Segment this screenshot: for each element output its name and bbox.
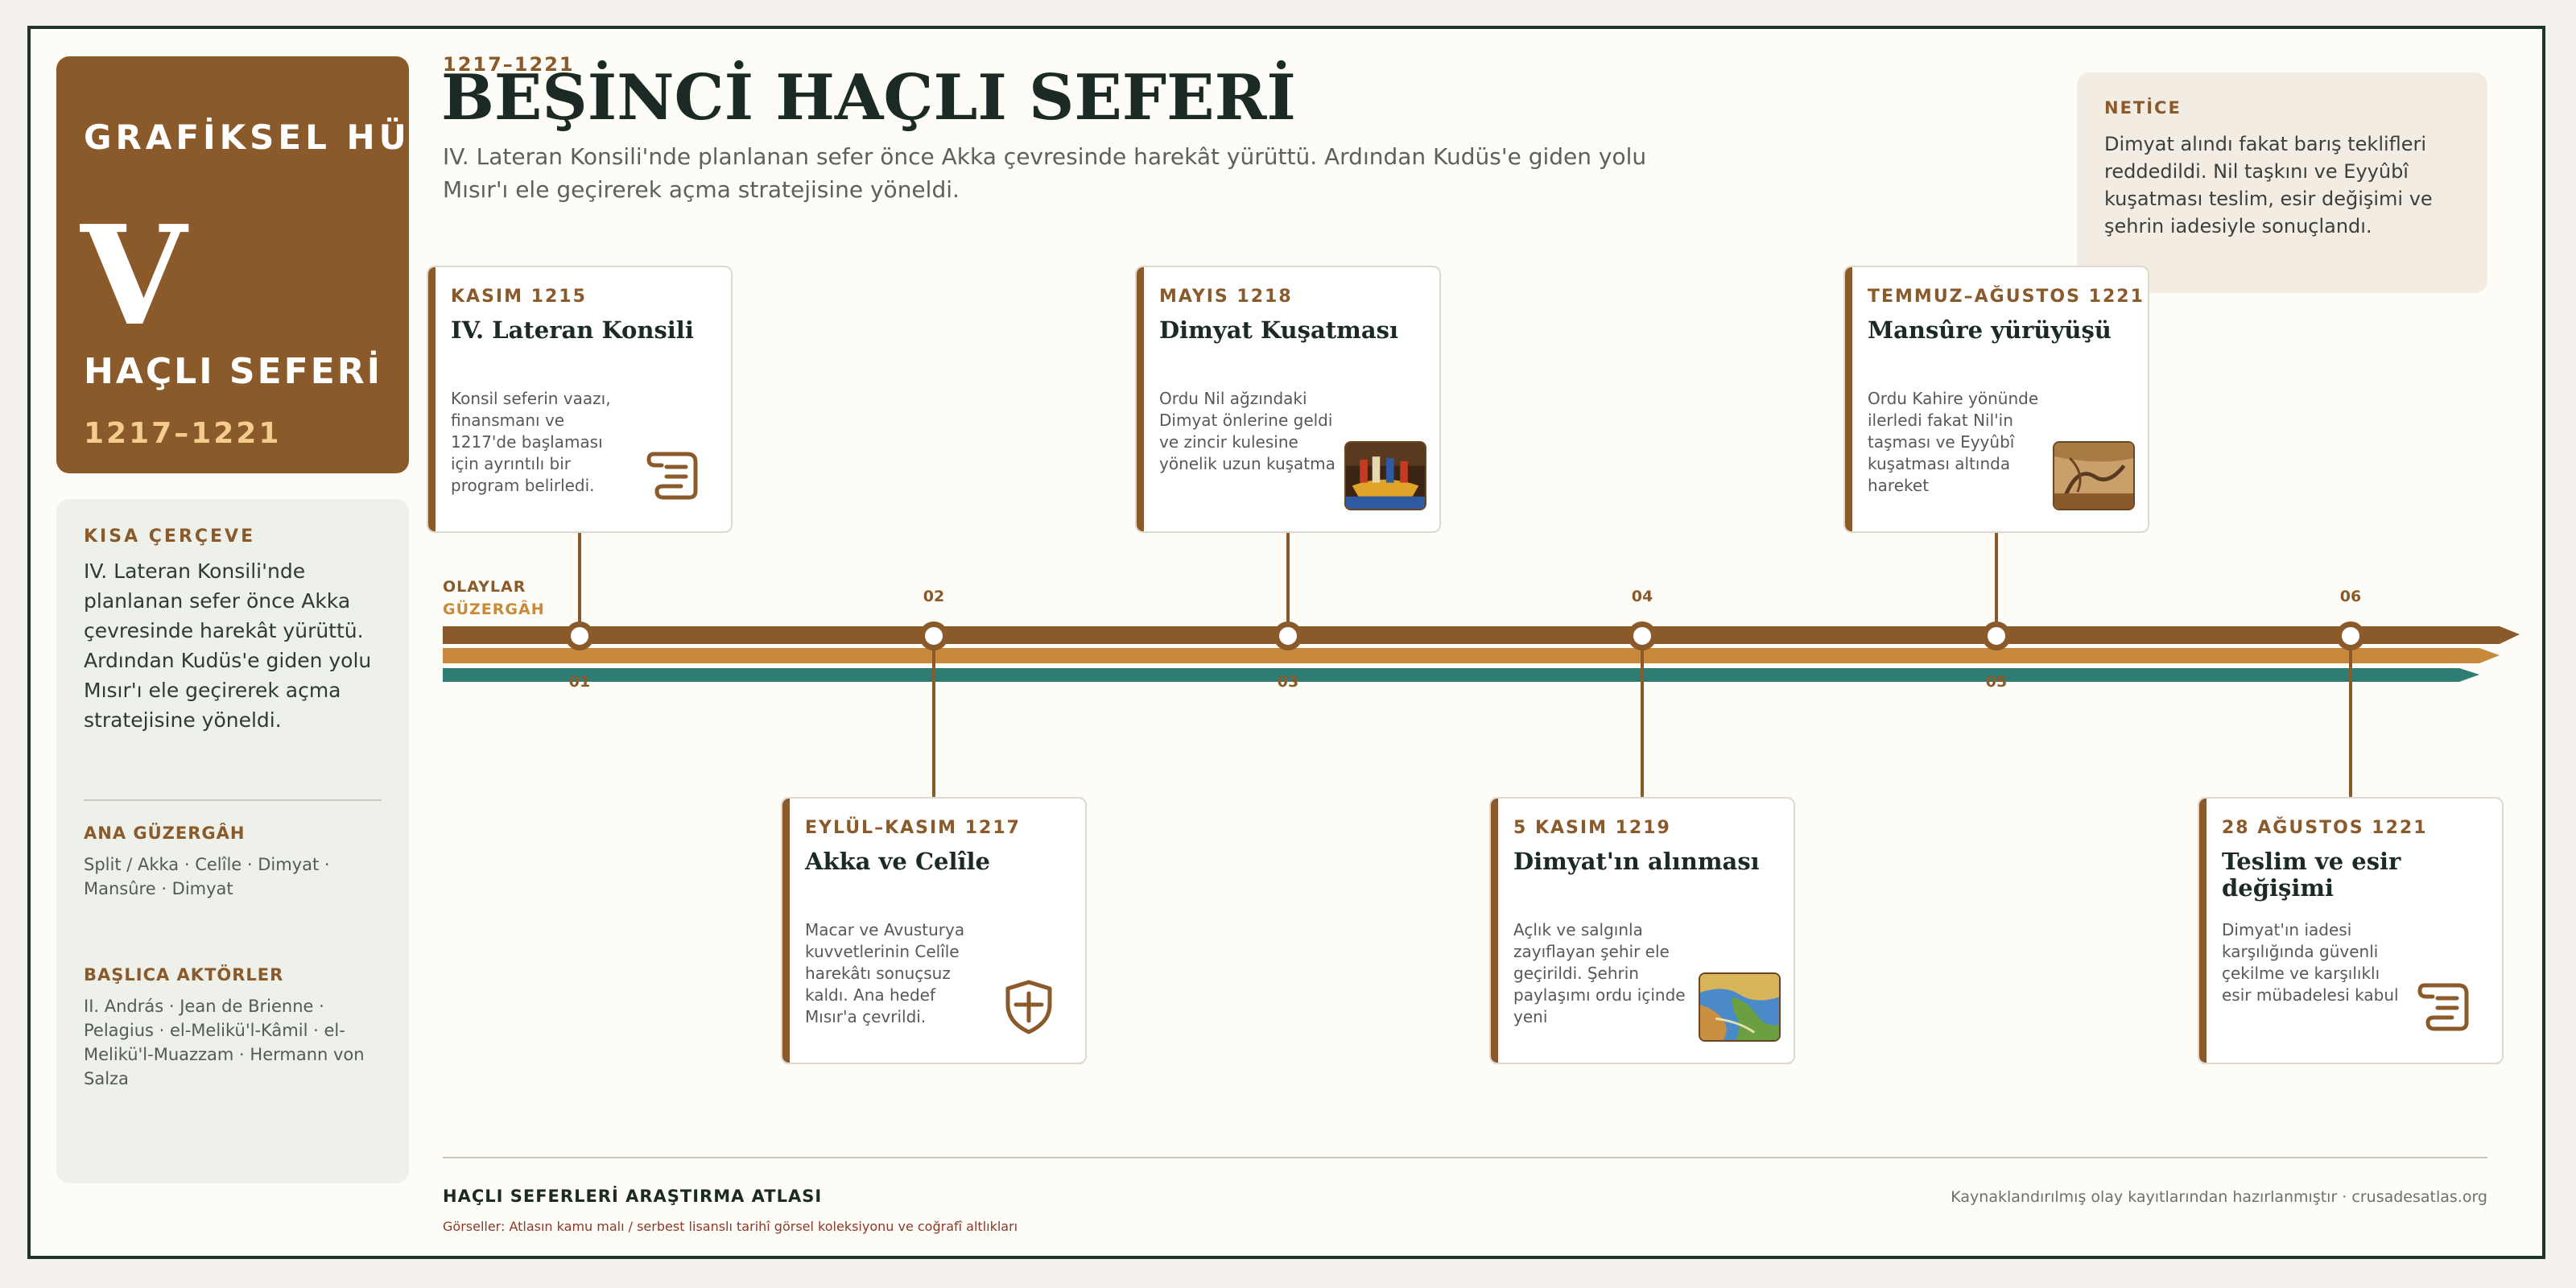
event-card-04[interactable]: 5 KASIM 1219 Dimyat'ın alınması Açlık ve… bbox=[1489, 797, 1795, 1064]
connector-02 bbox=[932, 638, 935, 797]
actors-text: II. András · Jean de Brienne · Pelagius … bbox=[84, 997, 365, 1088]
sidebar-divider bbox=[84, 799, 382, 801]
event-date: TEMMUZ–AĞUSTOS 1221 bbox=[1868, 287, 2145, 307]
brand-roman-numeral: V bbox=[80, 196, 187, 357]
timeline-bands bbox=[443, 626, 2528, 684]
event-description: Ordu Nil ağzındaki Dimyat önlerine geldi… bbox=[1159, 389, 1335, 473]
events-band bbox=[443, 626, 2520, 644]
scroll-icon bbox=[646, 446, 704, 504]
connector-05 bbox=[1995, 531, 1998, 638]
scroll-icon bbox=[2417, 977, 2475, 1035]
timeline-node-01[interactable] bbox=[565, 621, 594, 650]
timeline-node-03[interactable] bbox=[1274, 621, 1302, 650]
route-text: Split / Akka · Celîle · Dimyat · Mansûre… bbox=[84, 855, 330, 898]
header-eyebrow: 1217–1221 bbox=[443, 53, 575, 76]
event-description: Konsil seferin vaazı, finansmanı ve 1217… bbox=[451, 389, 611, 495]
brand-years: 1217–1221 bbox=[84, 417, 282, 450]
page-title: BEŞİNCİ HAÇLI SEFERİ bbox=[441, 61, 1296, 134]
card-accent-bar bbox=[2199, 799, 2207, 1063]
node-number: 01 bbox=[568, 673, 591, 691]
event-date: EYLÜL–KASIM 1217 bbox=[805, 818, 1021, 838]
result-text: Dimyat alındı fakat barış teklifleri red… bbox=[2104, 133, 2433, 237]
event-card-01[interactable]: KASIM 1215 IV. Lateran Konsili Konsil se… bbox=[427, 266, 733, 533]
event-date: KASIM 1215 bbox=[451, 287, 587, 307]
summary-sidebar: KISA ÇERÇEVE IV. Lateran Konsili'nde pla… bbox=[56, 499, 409, 1183]
timeline-node-05[interactable] bbox=[1982, 621, 2011, 650]
route-band bbox=[443, 648, 2500, 663]
event-title: Dimyat Kuşatması bbox=[1159, 316, 1398, 344]
frame-label: KISA ÇERÇEVE bbox=[84, 526, 256, 547]
event-description: Macar ve Avusturya kuvvetlerinin Celîle … bbox=[805, 920, 965, 1026]
timeline-node-04[interactable] bbox=[1628, 621, 1657, 650]
card-accent-bar bbox=[1845, 267, 1852, 531]
footer-atlas-name: HAÇLI SEFERLERİ ARAŞTIRMA ATLASI bbox=[443, 1187, 823, 1206]
event-date: 28 AĞUSTOS 1221 bbox=[2222, 818, 2428, 838]
ship-painting-thumbnail bbox=[1344, 441, 1426, 510]
card-accent-bar bbox=[1491, 799, 1498, 1063]
route-track-label: GÜZERGÂH bbox=[443, 601, 545, 618]
event-card-02[interactable]: EYLÜL–KASIM 1217 Akka ve Celîle Macar ve… bbox=[781, 797, 1087, 1064]
event-description: Ordu Kahire yönünde ilerledi fakat Nil'i… bbox=[1868, 389, 2039, 495]
footer-divider bbox=[443, 1157, 2487, 1158]
result-box: NETİCE Dimyat alındı fakat barış teklifl… bbox=[2077, 72, 2487, 293]
brand-kicker: GRAFİKSEL HÜL bbox=[84, 118, 409, 157]
event-date: 5 KASIM 1219 bbox=[1513, 818, 1671, 838]
timeline-node-06[interactable] bbox=[2336, 621, 2365, 650]
actors-label: BAŞLICA AKTÖRLER bbox=[84, 965, 284, 985]
map-thumbnail bbox=[1699, 972, 1781, 1042]
connector-03 bbox=[1286, 531, 1290, 638]
event-title: Teslim ve esir değişimi bbox=[2222, 848, 2401, 902]
page-subtitle: IV. Lateran Konsili'nde planlanan sefer … bbox=[443, 143, 1647, 203]
event-title: Mansûre yürüyüşü bbox=[1868, 316, 2112, 344]
event-description: Açlık ve salgınla zayıflayan şehir ele g… bbox=[1513, 920, 1686, 1026]
node-number: 05 bbox=[1985, 673, 2008, 691]
brand-block: GRAFİKSEL HÜL V HAÇLI SEFERİ 1217–1221 bbox=[56, 56, 409, 473]
events-track-label: OLAYLAR bbox=[443, 578, 526, 596]
event-title: Dimyat'ın alınması bbox=[1513, 848, 1760, 875]
card-accent-bar bbox=[428, 267, 436, 531]
timeline-node-02[interactable] bbox=[919, 621, 948, 650]
shield-cross-icon bbox=[1000, 977, 1058, 1035]
footer-image-credit: Görseller: Atlasın kamu malı / serbest l… bbox=[443, 1219, 1018, 1234]
event-title: Akka ve Celîle bbox=[805, 848, 991, 875]
event-card-06[interactable]: 28 AĞUSTOS 1221 Teslim ve esir değişimi … bbox=[2198, 797, 2504, 1064]
result-label: NETİCE bbox=[2104, 98, 2182, 118]
node-number: 03 bbox=[1277, 673, 1299, 691]
event-title: IV. Lateran Konsili bbox=[451, 316, 694, 344]
event-card-05[interactable]: TEMMUZ–AĞUSTOS 1221 Mansûre yürüyüşü Ord… bbox=[1843, 266, 2149, 533]
connector-06 bbox=[2349, 638, 2352, 797]
footer-source-link[interactable]: Kaynaklandırılmış olay kayıtlarından haz… bbox=[1951, 1188, 2487, 1206]
route-label: ANA GÜZERGÂH bbox=[84, 824, 246, 843]
node-number: 02 bbox=[923, 588, 945, 605]
card-accent-bar bbox=[1137, 267, 1144, 531]
card-accent-bar bbox=[782, 799, 790, 1063]
third-band bbox=[443, 668, 2479, 682]
frame-text: IV. Lateran Konsili'nde planlanan sefer … bbox=[84, 559, 372, 732]
event-description: Dimyat'ın iadesi karşılığında güvenli çe… bbox=[2222, 920, 2399, 1005]
manuscript-thumbnail bbox=[2053, 441, 2135, 510]
brand-name: HAÇLI SEFERİ bbox=[84, 351, 383, 392]
connector-01 bbox=[578, 531, 581, 638]
event-card-03[interactable]: MAYIS 1218 Dimyat Kuşatması Ordu Nil ağz… bbox=[1135, 266, 1441, 533]
connector-04 bbox=[1641, 638, 1644, 797]
event-date: MAYIS 1218 bbox=[1159, 287, 1293, 307]
node-number: 04 bbox=[1631, 588, 1653, 605]
node-number: 06 bbox=[2339, 588, 2362, 605]
